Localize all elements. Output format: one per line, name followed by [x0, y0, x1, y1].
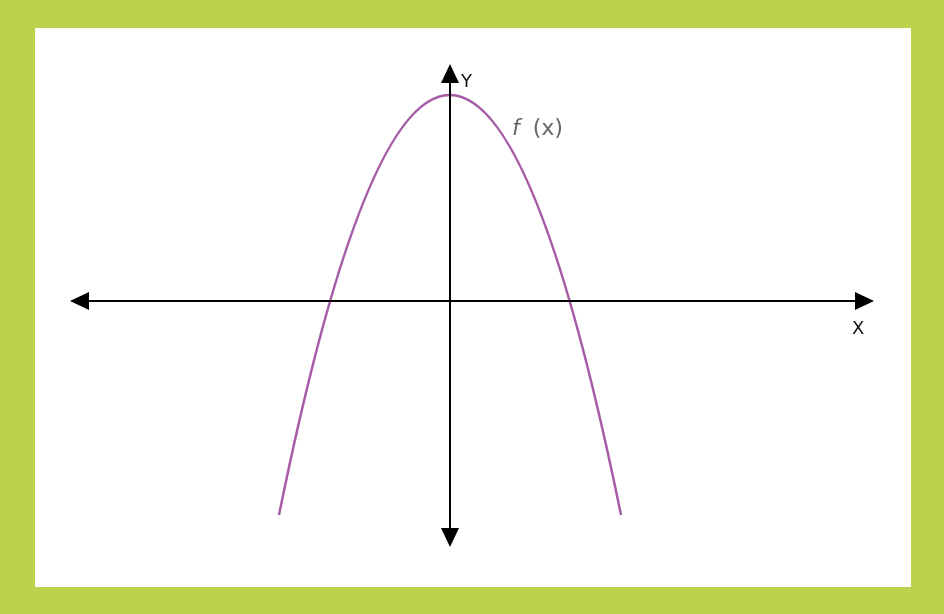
x-axis-left-arrow [70, 292, 89, 310]
function-argument: (x) [533, 116, 563, 141]
diagram-panel [35, 28, 911, 587]
function-name: f [512, 116, 523, 141]
function-label: f (x) [512, 116, 563, 141]
x-axis-label: X [852, 318, 864, 339]
x-axis-right-arrow [855, 292, 874, 310]
y-axis-bottom-arrow [441, 528, 459, 547]
y-axis-top-arrow [441, 64, 459, 83]
y-axis-label: Y [460, 71, 473, 92]
